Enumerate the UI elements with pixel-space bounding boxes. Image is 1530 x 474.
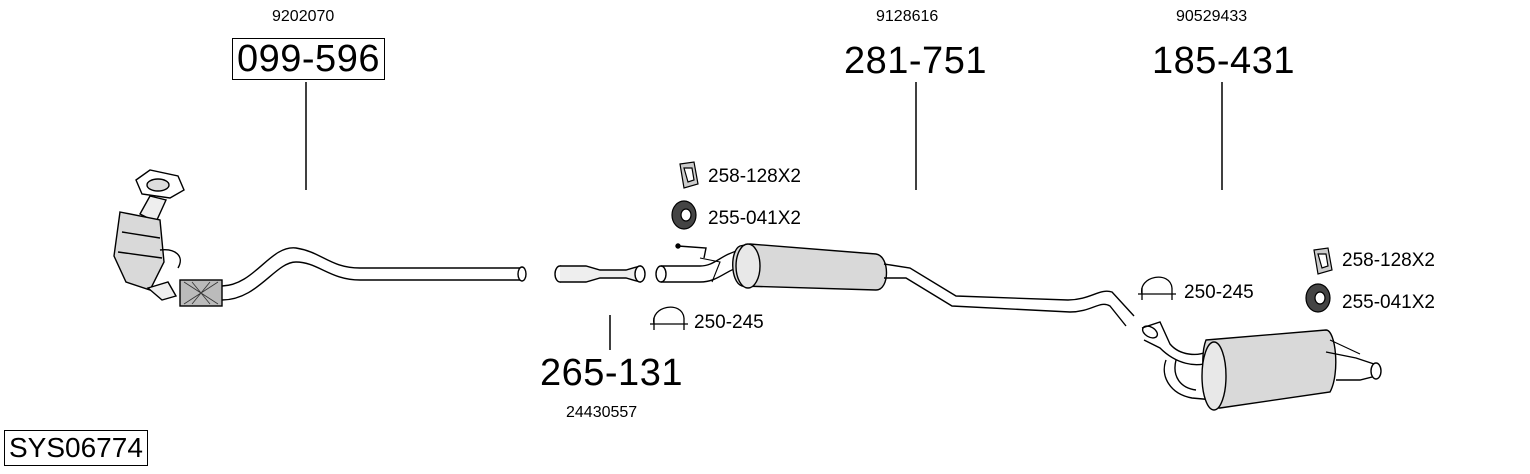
part-number-281-751[interactable]: 281-751 (844, 40, 987, 82)
part-number-265-131[interactable]: 265-131 (540, 352, 683, 394)
middle-silencer (655, 243, 1135, 327)
part-number-099-596[interactable]: 099-596 (232, 38, 385, 80)
rear-silencer (1141, 321, 1382, 411)
connector-pipe (554, 265, 646, 283)
oem-number-099-596: 9202070 (272, 8, 335, 25)
accessory-label-clamp-mid[interactable]: 250-245 (694, 312, 764, 333)
oem-number-281-751: 9128616 (876, 8, 939, 25)
pipe-clamp-icon (1138, 276, 1176, 300)
accessory-label-hanger-mid[interactable]: 258-128X2 (708, 166, 801, 187)
system-code: SYS06774 (4, 430, 148, 466)
accessory-label-ring-mid[interactable]: 255-041X2 (708, 208, 801, 229)
pipe-clamp-icon (650, 306, 688, 330)
rubber-hanger-icon (1313, 247, 1333, 275)
leader-lines (305, 82, 1223, 350)
accessory-label-clamp-rear[interactable]: 250-245 (1184, 282, 1254, 303)
part-number-185-431[interactable]: 185-431 (1152, 40, 1295, 82)
rubber-ring-icon (1305, 283, 1331, 313)
oem-number-185-431: 90529433 (1176, 8, 1248, 25)
oem-number-265-131: 24430557 (566, 404, 638, 421)
accessory-label-ring-rear[interactable]: 255-041X2 (1342, 292, 1435, 313)
accessory-label-hanger-rear[interactable]: 258-128X2 (1342, 250, 1435, 271)
rubber-ring-icon (671, 200, 697, 230)
rubber-hanger-icon (679, 161, 699, 189)
front-pipe-catalyst (113, 169, 527, 307)
